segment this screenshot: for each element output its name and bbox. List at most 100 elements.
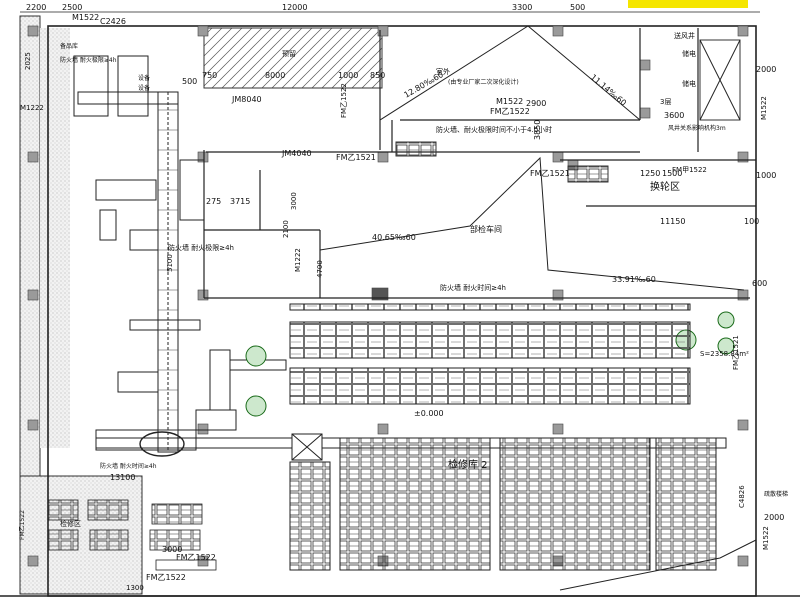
- dim-label: 3000: [290, 192, 298, 210]
- door-label: FM乙1522: [490, 107, 530, 116]
- dim-label: 1000: [338, 71, 358, 80]
- pallet-block: [289, 461, 331, 571]
- room-label: 检修区: [60, 519, 81, 528]
- dim-label: 1300: [126, 584, 144, 592]
- room-label: 部检车间: [470, 224, 502, 234]
- door-label: M1222: [20, 104, 44, 112]
- level-label: ±0.000: [414, 409, 444, 418]
- fire-wall-note: 防火墙、耐火极限时间不小于4.0小时: [436, 125, 552, 134]
- door-label: M1522: [72, 13, 99, 22]
- title-highlight: [628, 0, 748, 8]
- dim-label: 275: [206, 197, 221, 206]
- dim-label: 2900: [526, 99, 546, 108]
- door-label: M1522: [762, 526, 770, 550]
- dim-label: 1000: [756, 171, 776, 180]
- smoke-note: 风井关系影响机构3m: [668, 124, 726, 132]
- dim-label: 2100: [282, 220, 290, 238]
- dim-label: 2000: [756, 65, 776, 74]
- room-note: (由专业厂家二次深化设计): [448, 78, 519, 86]
- workshop-equipment: [47, 499, 217, 571]
- conveyor-system: [73, 55, 287, 453]
- door-label: C4826: [738, 485, 746, 508]
- room-label: 送风井: [674, 31, 695, 40]
- equipment-label: 设备: [138, 84, 150, 92]
- fire-wall-note: 防火墙 耐火极限≥4h: [168, 243, 234, 252]
- door-label: FM乙1521: [732, 335, 740, 370]
- slope-arrow: [319, 156, 745, 291]
- door-label: 2025: [24, 52, 32, 70]
- hall-label: 检修库 2: [448, 458, 488, 471]
- slope-label: 11.14‰60: [589, 73, 628, 108]
- fire-wall-note: 防火墙 耐火时间≥4h: [100, 462, 157, 470]
- dim-label: 3715: [230, 197, 250, 206]
- dim-label: 2500: [62, 3, 82, 12]
- pallet-block: [655, 437, 717, 571]
- door-label: M1222: [294, 248, 302, 272]
- dim-label: 2000: [764, 513, 784, 522]
- door-label: M1522: [496, 97, 523, 106]
- dim-label: 8000: [265, 71, 285, 80]
- door-label: FM乙1522: [340, 83, 348, 118]
- dim-label: 1250: [640, 169, 660, 178]
- door-label: JM8040: [231, 95, 262, 104]
- dim-label: 13100: [110, 473, 135, 482]
- door-label: FM乙1521: [530, 169, 570, 178]
- dim-label: 850: [370, 71, 385, 80]
- dim-label: 3850: [533, 120, 542, 140]
- room-label: 备品库: [60, 42, 78, 50]
- room-label: 室外: [436, 67, 450, 76]
- turntable: [139, 431, 185, 457]
- door-label: JM4040: [281, 149, 312, 158]
- door-label: FM甲1522: [672, 166, 707, 174]
- dim-label: 600: [752, 279, 767, 288]
- floor-label: 3层: [660, 98, 671, 106]
- door-label: C2426: [100, 17, 126, 26]
- pallet-block: [339, 437, 491, 571]
- door-label: FM乙1522: [176, 553, 216, 562]
- exit-label: 疏散楼梯: [764, 490, 788, 498]
- conveyor-rollers: [158, 109, 178, 431]
- room-label: 储电: [682, 79, 696, 88]
- slope-label: 40.65‰60: [372, 233, 416, 242]
- dim-label: 500: [182, 77, 197, 86]
- dim-label: 750: [202, 71, 217, 80]
- roof-ridge: [379, 25, 641, 121]
- fire-wall-note: 防火墙 耐火极限≥4h: [60, 56, 117, 64]
- dim-label: 5100: [166, 254, 174, 272]
- hatched-zone: [203, 27, 383, 89]
- area-label: S=2358.84m²: [700, 350, 749, 358]
- upper-rack-row: [289, 321, 691, 359]
- room-label: 换轮区: [650, 180, 680, 193]
- equipment-block: [395, 141, 437, 157]
- slope-label: 12.80‰60: [403, 70, 445, 100]
- dim-label: 3300: [512, 3, 532, 12]
- dim-label: 1500: [662, 169, 682, 178]
- door-label: FM乙1522: [19, 510, 26, 540]
- fire-wall-note: 防火墙 耐火时间≥4h: [440, 283, 506, 292]
- door-label: FM乙1521: [336, 153, 376, 162]
- equipment-block: [567, 165, 609, 183]
- equipment-label: 设备: [138, 74, 150, 82]
- room-label: 预留: [282, 49, 296, 58]
- rail-row: [289, 303, 691, 311]
- site-boundary: [559, 539, 757, 591]
- dim-label: 3000: [162, 545, 182, 554]
- dim-label: 100: [744, 217, 759, 226]
- dim-label: 12000: [282, 3, 307, 12]
- dim-label: 2200: [26, 3, 46, 12]
- slope-label: 33.91‰60: [612, 275, 656, 284]
- dim-label: 500: [570, 3, 585, 12]
- shaft-room: [699, 39, 741, 121]
- dim-label: 3600: [664, 111, 684, 120]
- room-label: 储电: [682, 49, 696, 58]
- left-corridor-wall: [40, 28, 70, 448]
- pallet-block: [499, 437, 651, 571]
- column-grid: [27, 25, 749, 567]
- dim-label: 11150: [660, 217, 685, 226]
- door-label: M1522: [760, 96, 768, 120]
- door-label: FM乙1522: [146, 573, 186, 582]
- middle-rack-row: [289, 367, 691, 405]
- dim-label: 4700: [316, 260, 324, 278]
- left-exterior-wall: [19, 15, 41, 477]
